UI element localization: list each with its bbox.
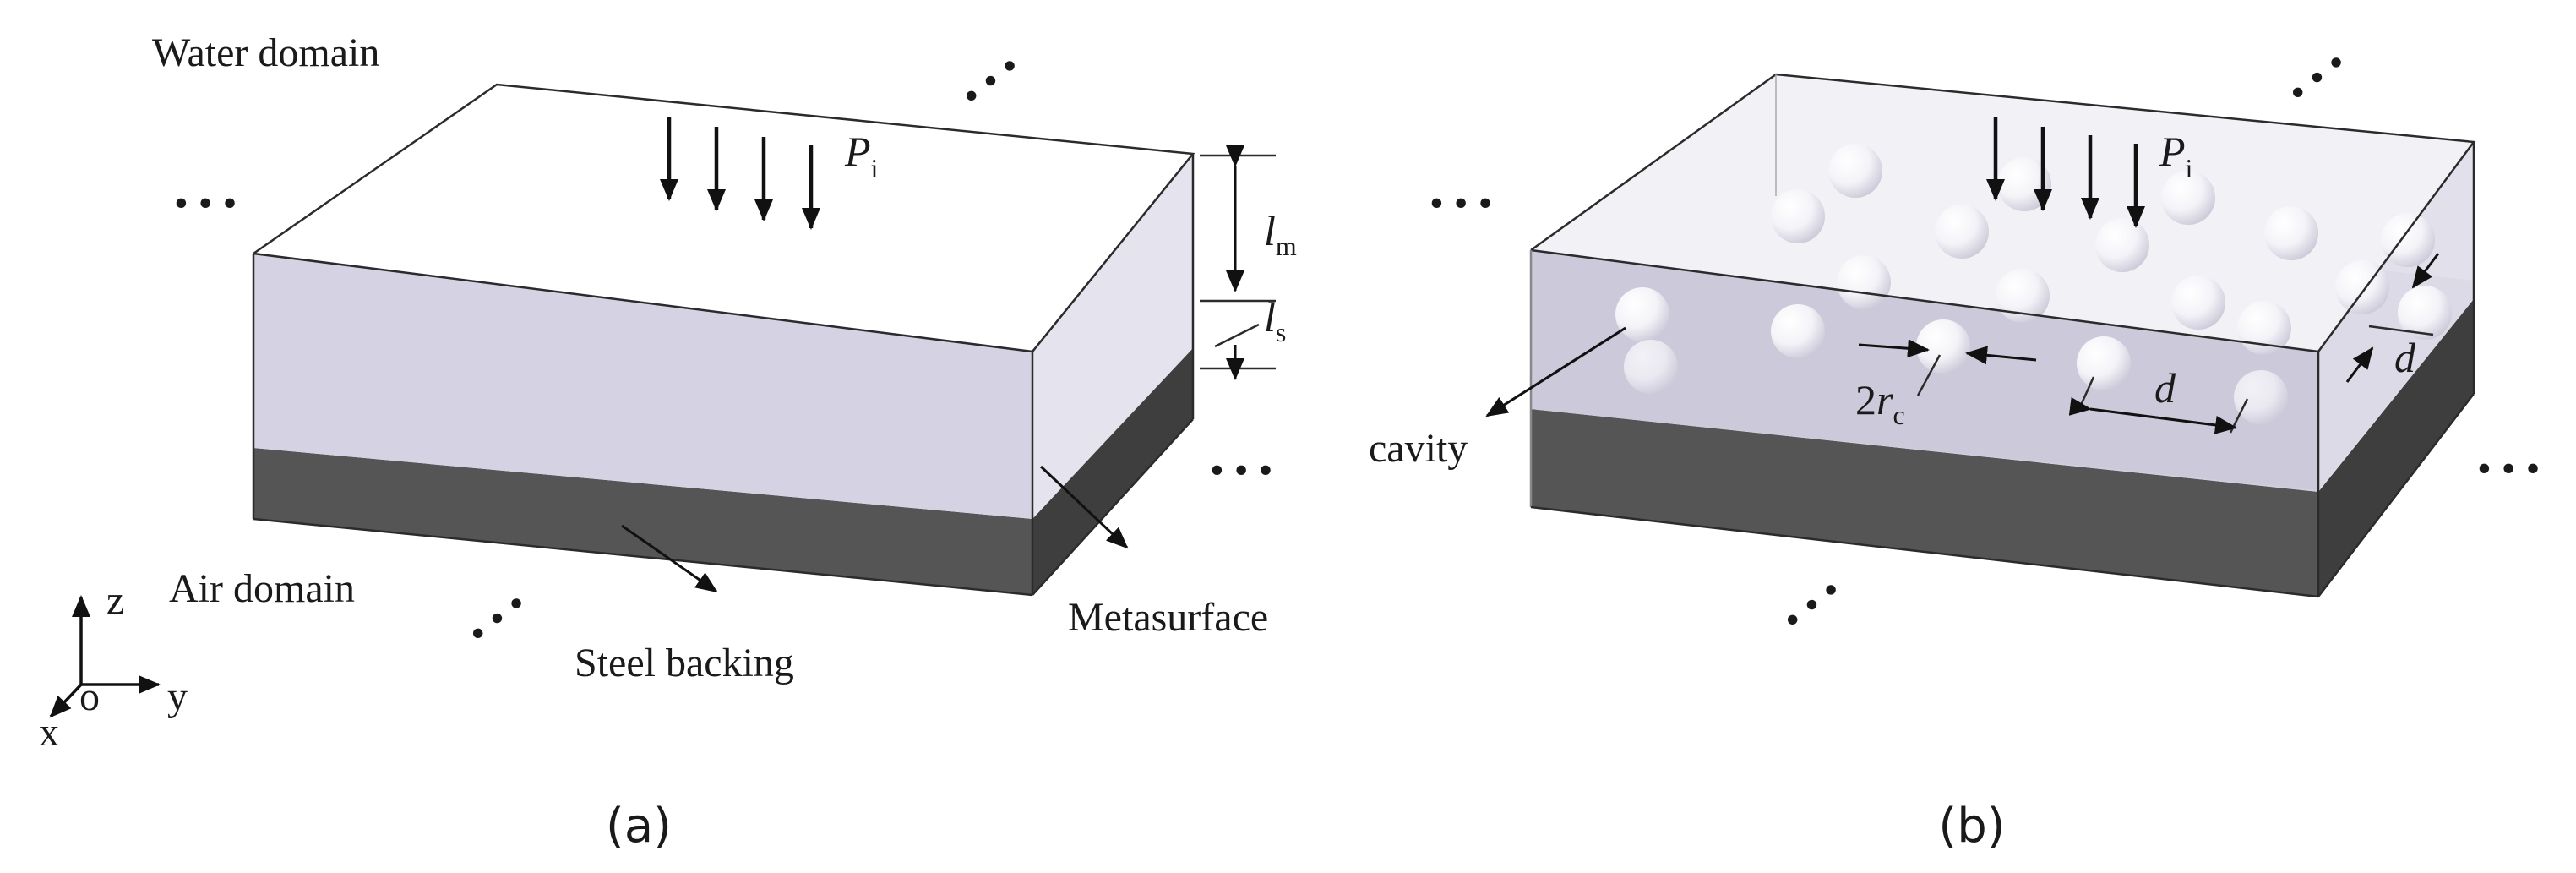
box-edge xyxy=(1032,418,1194,596)
spacing-x-label: d xyxy=(2154,364,2176,412)
metasurface-leader-arrow xyxy=(1039,465,1129,549)
cavity-sphere xyxy=(1615,287,1669,341)
cavity-sphere xyxy=(1828,144,1882,198)
coordinate-axes: z y x o xyxy=(39,578,188,755)
steel-backing-label: Steel backing xyxy=(575,641,794,685)
y-axis-label: y xyxy=(167,674,188,719)
incident-pressure-label: Pi xyxy=(2159,128,2193,183)
panel-a: Pi lm ls Water domain Air domain Steel b… xyxy=(39,30,1297,854)
box-edge xyxy=(253,517,1033,597)
box-edge xyxy=(1530,505,2319,598)
cavity-sphere xyxy=(2171,276,2225,330)
ls-leader-line xyxy=(1214,323,1260,348)
metasurface-front-face xyxy=(253,254,1032,519)
ls-label: ls xyxy=(1264,293,1286,347)
cavity-sphere xyxy=(2264,206,2318,260)
metasurface-top-face xyxy=(1531,74,2474,352)
panel-b: Pi 2rc d d cavity • • • • • • • • • • • … xyxy=(1369,41,2540,854)
ellipsis: • • • xyxy=(1210,448,1272,493)
cavity-sphere xyxy=(2161,171,2215,225)
steel-backing-leader-arrow xyxy=(621,524,718,593)
incident-pressure-label: Pi xyxy=(844,128,879,183)
cavity-sphere xyxy=(2077,336,2131,390)
diameter-leader-line xyxy=(1916,354,1942,396)
metasurface-side-face xyxy=(1032,154,1193,519)
spacing-x-dimension-arrow xyxy=(2068,397,2237,434)
cavity-sphere xyxy=(2234,370,2288,424)
spacing-y-dimension-arrow xyxy=(2411,253,2440,289)
diameter-dimension-arrow xyxy=(1965,346,2037,365)
diameter-dimension-arrow xyxy=(1858,339,1930,358)
metasurface-label: Metasurface xyxy=(1068,595,1268,640)
cavity-sphere xyxy=(1771,304,1825,358)
cavity-sphere xyxy=(1624,340,1678,394)
ellipsis: • • • xyxy=(1773,568,1850,642)
cavity-leader-arrow xyxy=(1485,326,1626,417)
cavity-sphere xyxy=(2237,301,2291,355)
ellipsis: • • • xyxy=(952,44,1029,118)
cavity-sphere xyxy=(1837,255,1891,309)
ellipsis: • • • xyxy=(459,581,536,656)
cavity-label: cavity xyxy=(1369,426,1468,471)
steel-backing-side-face xyxy=(1032,348,1193,595)
water-domain-label: Water domain xyxy=(152,30,379,75)
z-axis-label: z xyxy=(106,578,124,623)
cavity-sphere xyxy=(1996,269,2050,323)
spacing-y-label: d xyxy=(2394,334,2416,381)
steel-backing-side-face xyxy=(2318,299,2474,597)
cavity-sphere xyxy=(2381,213,2435,267)
cavity-sphere xyxy=(2095,218,2149,272)
origin-label: o xyxy=(79,674,100,719)
cavity-sphere xyxy=(1916,319,1970,374)
cavity-sphere xyxy=(1935,205,1989,259)
spacing-y-dimension-arrow xyxy=(2345,346,2374,383)
cavity-array xyxy=(1615,144,2452,424)
panel-a-caption: (a) xyxy=(606,799,672,854)
ellipsis: • • • xyxy=(2279,41,2355,115)
metasurface-side-face xyxy=(2318,142,2474,492)
metasurface-top-face xyxy=(253,85,1193,352)
air-domain-label: Air domain xyxy=(169,566,355,611)
x-axis-label: x xyxy=(39,710,59,755)
cavity-sphere xyxy=(2398,286,2452,340)
x-axis-arrow xyxy=(49,683,83,718)
ellipsis: • • • xyxy=(1430,181,1492,226)
ellipsis: • • • xyxy=(2477,446,2540,491)
cavity-sphere xyxy=(1771,189,1825,243)
box-edge xyxy=(2317,393,2475,597)
spacing-leader-line xyxy=(2368,325,2434,336)
lm-label: lm xyxy=(1264,207,1297,261)
panel-b-caption: (b) xyxy=(1938,799,2005,854)
ellipsis: • • • xyxy=(174,181,237,226)
steel-backing-front-face xyxy=(253,448,1032,595)
cavity-diameter-label: 2rc xyxy=(1855,376,1905,430)
steel-backing-front-face xyxy=(1531,409,2318,597)
